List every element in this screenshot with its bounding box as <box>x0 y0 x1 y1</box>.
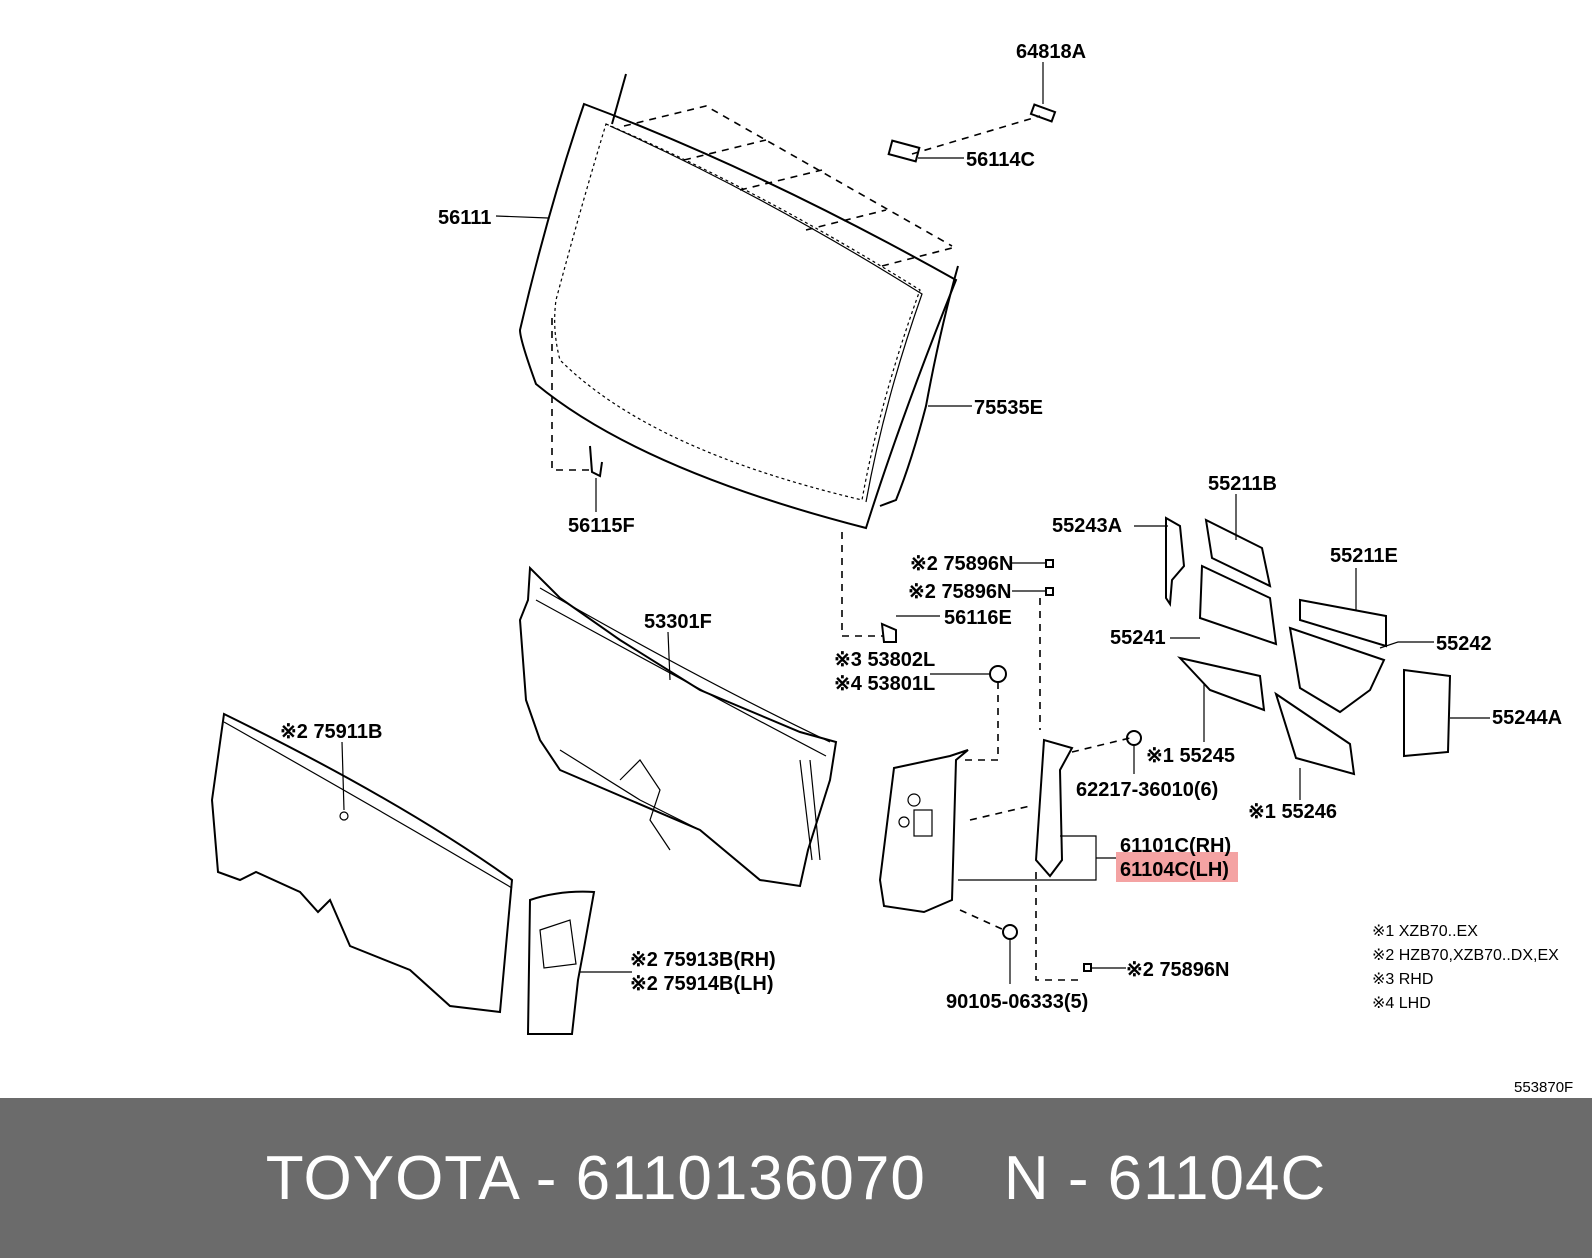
label-55246: ※1 55246 <box>1248 801 1337 823</box>
label-61104C: 61104C(LH) <box>1120 859 1229 881</box>
label-55211E: 55211E <box>1330 545 1398 567</box>
parts-diagram: 64818A 56114C 56111 75535E 56115F 55211B… <box>210 41 1573 1096</box>
footer-brand-part: TOYOTA - 6110136070 <box>265 1143 926 1213</box>
glass-antenna-strip <box>611 73 627 125</box>
label-53801L: ※4 53801L <box>834 673 935 695</box>
label-75896N-c: ※2 75896N <box>1126 959 1230 981</box>
side-trim-lower <box>526 890 596 1035</box>
label-55243A: 55243A <box>1052 515 1122 537</box>
pillar-panel <box>878 738 1074 914</box>
label-61101C: 61101C(RH) <box>1120 835 1231 857</box>
note-1: ※1 XZB70..EX <box>1372 923 1478 940</box>
label-75911B: ※2 75911B <box>280 721 382 743</box>
label-55242: 55242 <box>1436 633 1492 655</box>
label-75535E: 75535E <box>974 397 1043 419</box>
windshield-glass <box>518 102 958 530</box>
clip-56114C <box>887 139 921 163</box>
note-2: ※2 HZB70,XZB70..DX,EX <box>1372 947 1559 964</box>
label-56116E: 56116E <box>944 607 1012 629</box>
label-53802L: ※3 53802L <box>834 649 935 671</box>
clip-64818A <box>1029 103 1057 123</box>
footer-bar: TOYOTA - 6110136070 N - 61104C <box>0 1098 1592 1258</box>
label-55244A: 55244A <box>1492 707 1562 729</box>
trim-board <box>210 712 514 1014</box>
clip-75896N-b <box>1045 587 1054 596</box>
label-53301F: 53301F <box>644 611 712 633</box>
label-55211B: 55211B <box>1208 473 1277 495</box>
diagram-code: 553870F <box>1514 1079 1573 1096</box>
label-90105-06333: 90105-06333(5) <box>946 991 1088 1013</box>
label-62217-36010: 62217-36010(6) <box>1076 779 1218 801</box>
label-55245: ※1 55245 <box>1146 745 1235 767</box>
clip-75896N-c <box>1083 963 1092 972</box>
screw-90105 <box>1002 924 1018 940</box>
label-75913B: ※2 75913B(RH) <box>630 949 776 971</box>
label-55241: 55241 <box>1110 627 1166 649</box>
label-56115F: 56115F <box>568 515 635 537</box>
note-3: ※3 RHD <box>1372 971 1433 988</box>
side-insulators <box>1165 516 1452 776</box>
label-64818A: 64818A <box>1016 41 1086 63</box>
clip-53802L <box>989 665 1007 683</box>
label-75896N-a: ※2 75896N <box>910 553 1014 575</box>
label-75896N-b: ※2 75896N <box>908 581 1012 603</box>
back-door-panel <box>518 565 838 888</box>
label-56111: 56111 <box>438 207 491 229</box>
label-75914B: ※2 75914B(LH) <box>630 973 773 995</box>
footer-ref: N - 61104C <box>1003 1143 1327 1213</box>
clip-56115F <box>589 445 603 478</box>
clip-56116E <box>880 622 897 643</box>
glass-dash-guides <box>551 105 1041 637</box>
highlight-box <box>1116 852 1238 882</box>
label-56114C: 56114C <box>966 149 1035 171</box>
clip-75896N-a <box>1045 559 1054 568</box>
note-4: ※4 LHD <box>1372 995 1431 1012</box>
leader-lines <box>341 62 1490 984</box>
molding-strip <box>879 265 959 507</box>
